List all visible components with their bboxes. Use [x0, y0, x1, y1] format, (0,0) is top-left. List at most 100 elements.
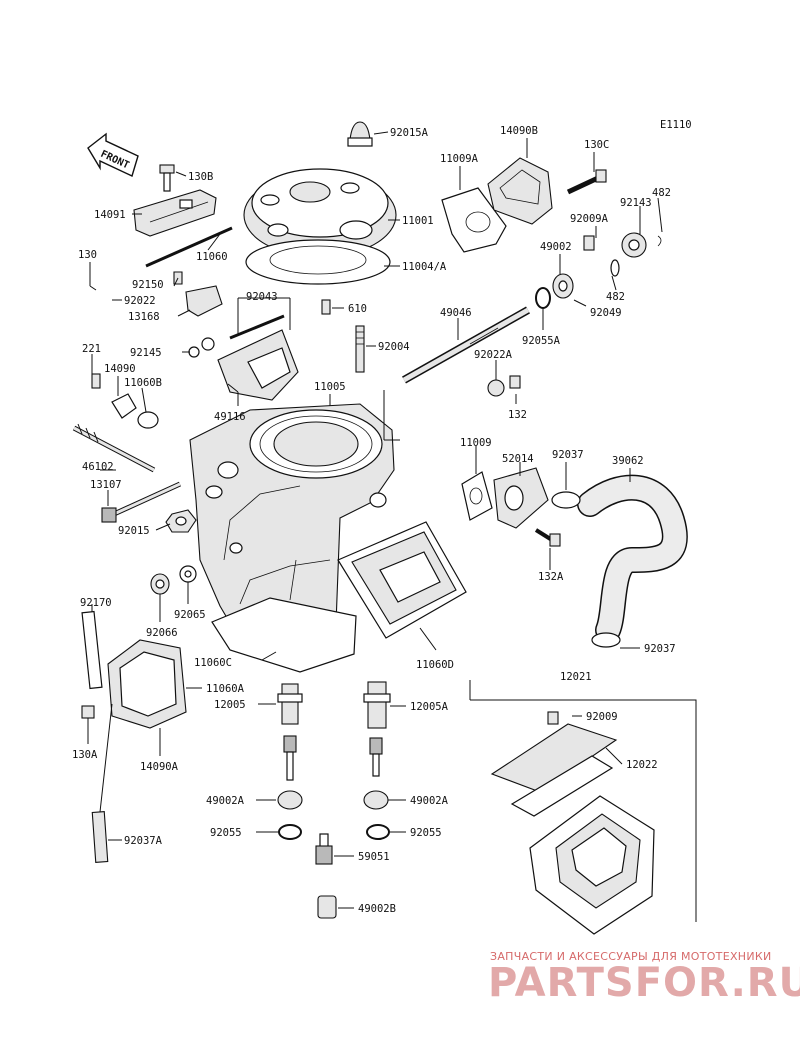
label-52014: 52014	[502, 453, 534, 465]
label-39062: 39062	[612, 455, 644, 467]
washer-92022a-part	[487, 379, 505, 397]
small-parts-upper-right	[583, 232, 662, 277]
label-92037-top: 92037	[552, 449, 584, 461]
cylinder-11005-part	[189, 403, 395, 651]
reed-gasket-11060d-part	[337, 521, 467, 639]
label-482-top: 482	[652, 187, 671, 199]
label-49002: 49002	[540, 241, 572, 253]
collar-49002-part	[552, 273, 574, 299]
clamp-92037-lower-part	[591, 632, 621, 648]
o-ring-92055-left-part	[278, 824, 302, 840]
label-221: 221	[82, 343, 101, 355]
label-11009A: 11009A	[440, 153, 479, 165]
label-11004A: 11004/A	[402, 261, 447, 273]
leader-lines	[87, 131, 663, 909]
cover-14091-part	[133, 189, 217, 237]
watermark: ЗАПЧАСТИ И АКСЕССУАРЫ ДЛЯ МОТОТЕХНИКИ PA…	[488, 950, 800, 1006]
label-92037-bottom: 92037	[644, 643, 676, 655]
clamp-92037-upper-part	[551, 491, 581, 509]
label-12005A: 12005A	[410, 701, 449, 713]
label-12021: 12021	[560, 671, 592, 683]
bracket-92170-part	[81, 610, 103, 690]
label-12005: 12005	[214, 699, 246, 711]
label-92055A: 92055A	[522, 335, 561, 347]
label-92015: 92015	[118, 525, 150, 537]
bolt-130b-part	[159, 164, 175, 192]
label-130: 130	[78, 249, 97, 261]
label-482-bottom: 482	[606, 291, 625, 303]
label-11009: 11009	[460, 437, 492, 449]
label-92049: 92049	[590, 307, 622, 319]
label-92015A: 92015A	[390, 127, 429, 139]
front-arrow-icon: FRONT	[87, 132, 139, 177]
label-11060: 11060	[196, 251, 228, 263]
label-11001: 11001	[402, 215, 434, 227]
label-132: 132	[508, 409, 527, 421]
gear-shaft-13107-part	[101, 481, 182, 523]
valve-12005-part	[277, 683, 303, 781]
o-ring-92055-right-part	[366, 824, 390, 840]
label-11060D: 11060D	[416, 659, 454, 671]
bolt-132a-part	[534, 528, 561, 547]
pin-92037a-part	[91, 811, 109, 863]
label-92004: 92004	[378, 341, 410, 353]
label-49002A-right: 49002A	[410, 795, 449, 807]
watermark-brand: PARTSFOR.RU	[488, 960, 800, 1006]
label-92009: 92009	[586, 711, 618, 723]
label-11060C: 11060C	[194, 657, 232, 669]
label-132A: 132A	[538, 571, 564, 583]
o-ring-92055a-part	[535, 287, 551, 309]
cap-nut-part	[347, 121, 373, 147]
label-14090A: 14090A	[140, 761, 179, 773]
washer-92065-part	[179, 565, 197, 583]
bolt-130a-part	[81, 705, 95, 719]
label-14090: 14090	[104, 363, 136, 375]
label-46102: 46102	[82, 461, 114, 473]
rod-49046-part	[402, 306, 530, 384]
label-130B: 130B	[188, 171, 213, 183]
cylinder-head-part	[243, 168, 397, 258]
label-92143: 92143	[620, 197, 652, 209]
part-labels: 92015A 14090B 11009A 130C 130B 14091 110…	[72, 125, 676, 915]
bolt-92009-part	[547, 711, 559, 725]
bolt-130c-part	[566, 169, 607, 195]
label-92043: 92043	[246, 291, 278, 303]
base-gasket-11060c-part	[211, 597, 357, 673]
cover-14090b-part	[487, 157, 553, 225]
label-130A: 130A	[72, 749, 98, 761]
collar-49002b-part	[317, 895, 337, 919]
reed-block-part	[529, 795, 655, 935]
label-11005: 11005	[314, 381, 346, 393]
valve-49116-part	[217, 314, 299, 401]
label-59051: 59051	[358, 851, 390, 863]
label-92065: 92065	[174, 609, 206, 621]
label-49116: 49116	[214, 411, 246, 423]
label-92170: 92170	[80, 597, 112, 609]
gasket-11009-part	[461, 471, 493, 521]
label-13107: 13107	[90, 479, 122, 491]
label-11060B: 11060B	[124, 377, 162, 389]
shaft-46102-part	[72, 423, 156, 473]
label-92037A: 92037A	[124, 835, 163, 847]
label-92022A: 92022A	[474, 349, 513, 361]
label-12022: 12022	[626, 759, 658, 771]
diagram-code: E1110	[660, 119, 692, 131]
label-130C: 130C	[584, 139, 609, 151]
gasket-strip-part	[145, 226, 233, 268]
cover-11060a-14090a-part	[107, 639, 187, 729]
label-11060A: 11060A	[206, 683, 245, 695]
hose-39062-part	[577, 474, 688, 643]
gear-59051-part	[315, 833, 333, 865]
label-49002B: 49002B	[358, 903, 396, 915]
gasket-11009a-part	[441, 187, 507, 253]
label-92055-left: 92055	[210, 827, 242, 839]
stud-92004-part	[355, 325, 365, 373]
plug-92066-part	[150, 573, 170, 595]
pin-610-part	[321, 299, 331, 315]
pipe-52014-part	[493, 467, 549, 529]
label-14090B: 14090B	[500, 125, 538, 137]
reed-plate-12022-part	[490, 723, 618, 817]
nut-92015-part	[165, 509, 197, 533]
watermark-tagline: ЗАПЧАСТИ И АКСЕССУАРЫ ДЛЯ МОТОТЕХНИКИ	[490, 950, 772, 963]
